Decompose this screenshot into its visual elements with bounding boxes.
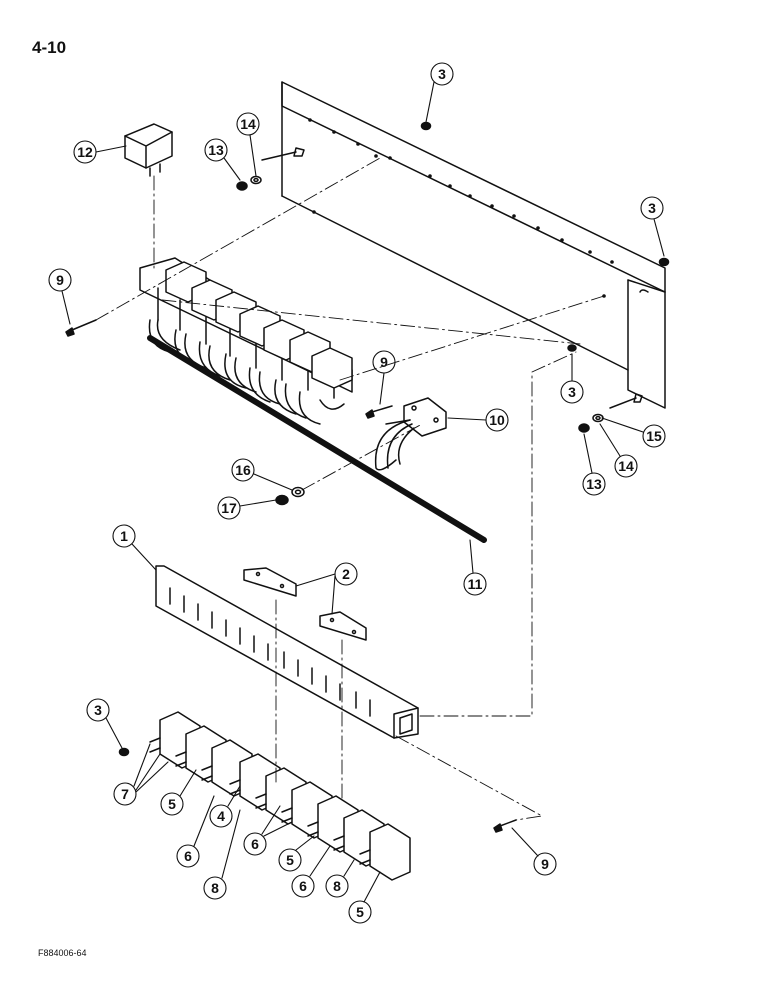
callout-3: 3 [648, 200, 656, 216]
bolt-15-right [609, 393, 643, 409]
callout-9: 9 [541, 856, 549, 872]
callout-6: 6 [251, 836, 259, 852]
callout-3: 3 [438, 66, 446, 82]
callout-6: 6 [184, 848, 192, 864]
callout-14: 14 [240, 116, 256, 132]
callout-7: 7 [121, 786, 129, 802]
callout-8: 8 [333, 878, 341, 894]
plate-2-upper [243, 567, 297, 597]
callout-11: 11 [468, 576, 483, 592]
callout-3: 3 [94, 702, 102, 718]
wiring-harness-11 [147, 335, 487, 543]
bolt-9-bottom [493, 819, 517, 833]
callout-6: 6 [299, 878, 307, 894]
callout-2: 2 [342, 566, 350, 582]
callout-4: 4 [217, 808, 225, 824]
nut-3-middle [567, 344, 577, 352]
circuit-breaker-strip [159, 711, 411, 881]
connector-10 [374, 397, 447, 471]
callout-8: 8 [211, 880, 219, 896]
callout-17: 17 [221, 500, 237, 516]
callout-15: 15 [646, 428, 662, 444]
page-number: 4-10 [32, 38, 67, 57]
callout-5: 5 [168, 796, 176, 812]
callout-5: 5 [286, 852, 294, 868]
washer-14-upper [250, 175, 262, 185]
mounting-panel [281, 81, 666, 409]
plate-2-lower [319, 611, 367, 641]
nut-17 [275, 494, 289, 506]
callout-9: 9 [56, 272, 64, 288]
bolt-9-left [65, 319, 97, 337]
washer-16 [291, 486, 305, 498]
nut-3-bottom [118, 747, 130, 757]
callout-9: 9 [380, 354, 388, 370]
callout-5: 5 [356, 904, 364, 920]
figure-code: F884006-64 [38, 948, 87, 958]
nut-13-upper [236, 181, 248, 191]
callout-13: 13 [586, 476, 602, 492]
callout-10: 10 [489, 412, 505, 428]
nut-3-right [658, 257, 670, 267]
bolt-upper [261, 147, 305, 161]
relay-panel-assembly [139, 257, 353, 425]
callout-3: 3 [568, 384, 576, 400]
relay-12 [124, 123, 173, 177]
callout-14: 14 [618, 458, 634, 474]
bracket-1 [155, 565, 419, 739]
callout-16: 16 [235, 462, 251, 478]
callout-12: 12 [77, 144, 93, 160]
nut-13-right [578, 423, 590, 433]
breaker-studs [149, 737, 371, 865]
bolt-9-center [365, 405, 393, 419]
callout-13: 13 [208, 142, 224, 158]
callout-1: 1 [120, 528, 128, 544]
nut-3-top [420, 121, 432, 131]
